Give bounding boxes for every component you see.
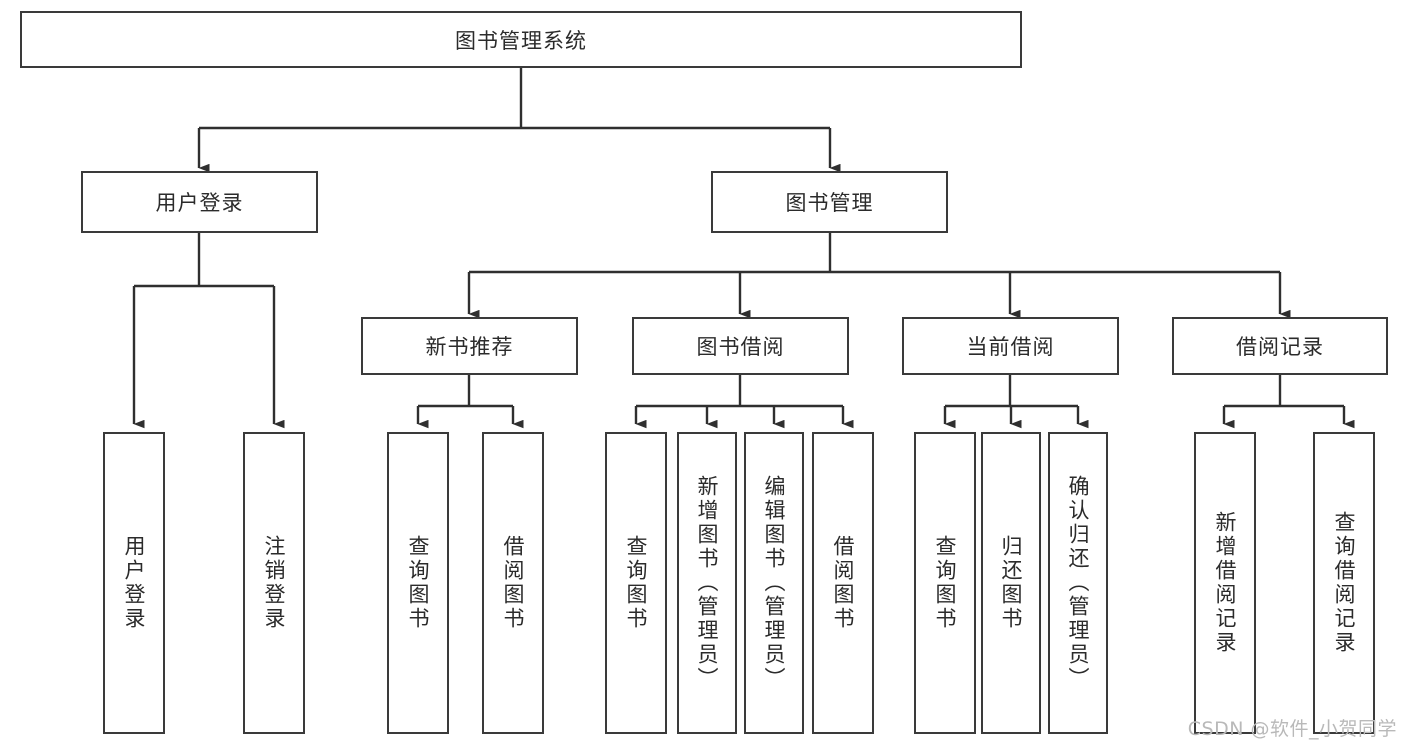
node-label: 用户登录 [122,535,147,631]
leaf-new-book-borrow-book[interactable]: 借阅图书 [482,432,544,734]
leaf-book-borrow-borrow-book[interactable]: 借阅图书 [812,432,874,734]
node-label: 查询图书 [406,535,431,631]
node-label: 借阅图书 [831,535,856,631]
leaf-new-book-query-book[interactable]: 查询图书 [387,432,449,734]
node-label: 借阅记录 [1236,335,1324,359]
node-book-borrow[interactable]: 图书借阅 [632,317,849,375]
node-label: 借阅图书 [501,535,526,631]
leaf-current-borrow-query-book[interactable]: 查询图书 [914,432,976,734]
leaf-current-borrow-return-book[interactable]: 归还图书 [981,432,1041,734]
node-label: 图书管理系统 [455,28,587,53]
node-label: 新增借阅记录 [1213,511,1238,655]
node-label: 归还图书 [999,535,1024,631]
node-label: 注销登录 [262,535,287,631]
node-label: 当前借阅 [966,335,1055,359]
node-label: 用户登录 [155,191,244,215]
node-user-login[interactable]: 用户登录 [81,171,318,233]
leaf-book-borrow-query-book[interactable]: 查询图书 [605,432,667,734]
leaf-user-login-login[interactable]: 用户登录 [103,432,165,734]
node-label: 图书借阅 [696,335,785,359]
node-label: 图书管理 [785,191,874,215]
leaf-borrow-record-add-record[interactable]: 新增借阅记录 [1194,432,1256,734]
node-label: 查询图书 [933,535,958,631]
leaf-user-login-logout[interactable]: 注销登录 [243,432,305,734]
watermark-text: CSDN @软件_小贺同学 [1187,718,1397,740]
leaf-borrow-record-query-record[interactable]: 查询借阅记录 [1313,432,1375,734]
node-label: 确认归还（管理员） [1066,475,1091,691]
leaf-current-borrow-confirm-return-admin[interactable]: 确认归还（管理员） [1048,432,1108,734]
node-book-management[interactable]: 图书管理 [711,171,948,233]
node-new-book-recommend[interactable]: 新书推荐 [361,317,578,375]
node-current-borrow[interactable]: 当前借阅 [902,317,1119,375]
leaf-book-borrow-add-book-admin[interactable]: 新增图书（管理员） [677,432,737,734]
node-label: 新增图书（管理员） [695,475,720,691]
node-root-book-management-system[interactable]: 图书管理系统 [20,11,1022,68]
node-label: 编辑图书（管理员） [762,475,787,691]
leaf-book-borrow-edit-book-admin[interactable]: 编辑图书（管理员） [744,432,804,734]
node-label: 新书推荐 [425,335,514,359]
node-label: 查询图书 [624,535,649,631]
node-label: 查询借阅记录 [1332,511,1357,655]
node-borrow-record[interactable]: 借阅记录 [1172,317,1388,375]
